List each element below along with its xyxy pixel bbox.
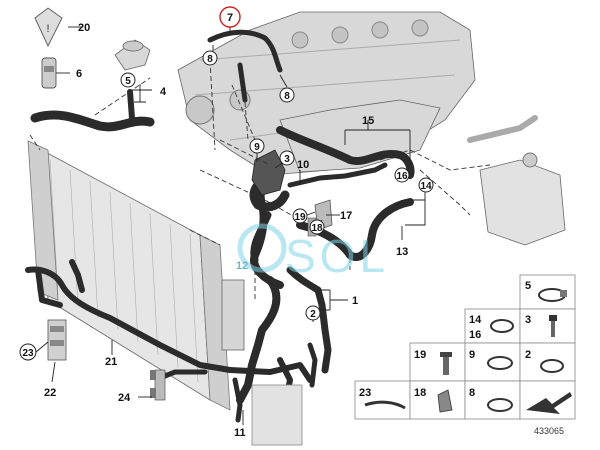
label-8-a: 8: [207, 54, 213, 65]
catalog-5: 5: [525, 280, 531, 292]
catalog-19: 19: [414, 349, 426, 361]
catalog-2: 2: [525, 349, 531, 361]
catalog-18: 18: [414, 387, 426, 399]
expansion-tank: [467, 115, 566, 246]
catalog-14: 14: [469, 314, 482, 326]
catalog-23: 23: [359, 387, 371, 399]
label-3: 3: [284, 154, 290, 165]
label-22: 22: [44, 387, 56, 399]
label-16: 16: [396, 171, 408, 182]
label-15: 15: [362, 115, 374, 127]
sensor-part-6: [41, 57, 57, 89]
catalog-9: 9: [469, 349, 475, 361]
highlight-circle-7: [219, 6, 241, 28]
label-17: 17: [340, 210, 352, 222]
label-19: 19: [294, 212, 306, 223]
label-24: 24: [118, 392, 131, 404]
watermark-text: SOL: [285, 230, 389, 282]
label-23: 23: [22, 348, 34, 359]
parts-catalog-grid: 5 14 16 3 19 9 2 23 18 8: [354, 274, 576, 420]
label-1: 1: [352, 295, 358, 307]
label-2: 2: [310, 309, 316, 320]
catalog-16: 16: [469, 329, 481, 341]
sensor-part: !: [34, 7, 63, 48]
label-6: 6: [76, 68, 82, 80]
label-9: 9: [254, 142, 260, 153]
catalog-3: 3: [525, 314, 531, 326]
catalog-8: 8: [469, 387, 475, 399]
label-5: 5: [125, 76, 131, 87]
watermark: SOL: [237, 223, 389, 282]
coolant-hoses: [25, 29, 415, 423]
dashed-callout-lines: [29, 59, 491, 300]
label-20: 20: [78, 22, 90, 34]
callouts: 20 6 5 4 7 8 8 9 3 10 15 16 14 13 17 19 …: [19, 6, 434, 439]
label-13: 13: [396, 246, 408, 258]
label-10: 10: [297, 159, 309, 171]
label-14: 14: [420, 181, 432, 192]
label-21: 21: [105, 356, 117, 368]
arrow-icon: [526, 392, 572, 414]
leader-lines: [35, 25, 426, 425]
svg-text:!: !: [46, 23, 49, 35]
label-11: 11: [234, 427, 246, 439]
label-18: 18: [311, 223, 323, 234]
reference-number: 433065: [534, 426, 564, 436]
label-8-b: 8: [284, 91, 290, 102]
label-7: 7: [227, 12, 233, 24]
label-12: 12: [236, 260, 248, 272]
bracket-parts: [47, 149, 333, 446]
reservoir-cap: [114, 39, 151, 71]
label-4: 4: [160, 86, 167, 98]
cylinder-head: [177, 11, 476, 176]
